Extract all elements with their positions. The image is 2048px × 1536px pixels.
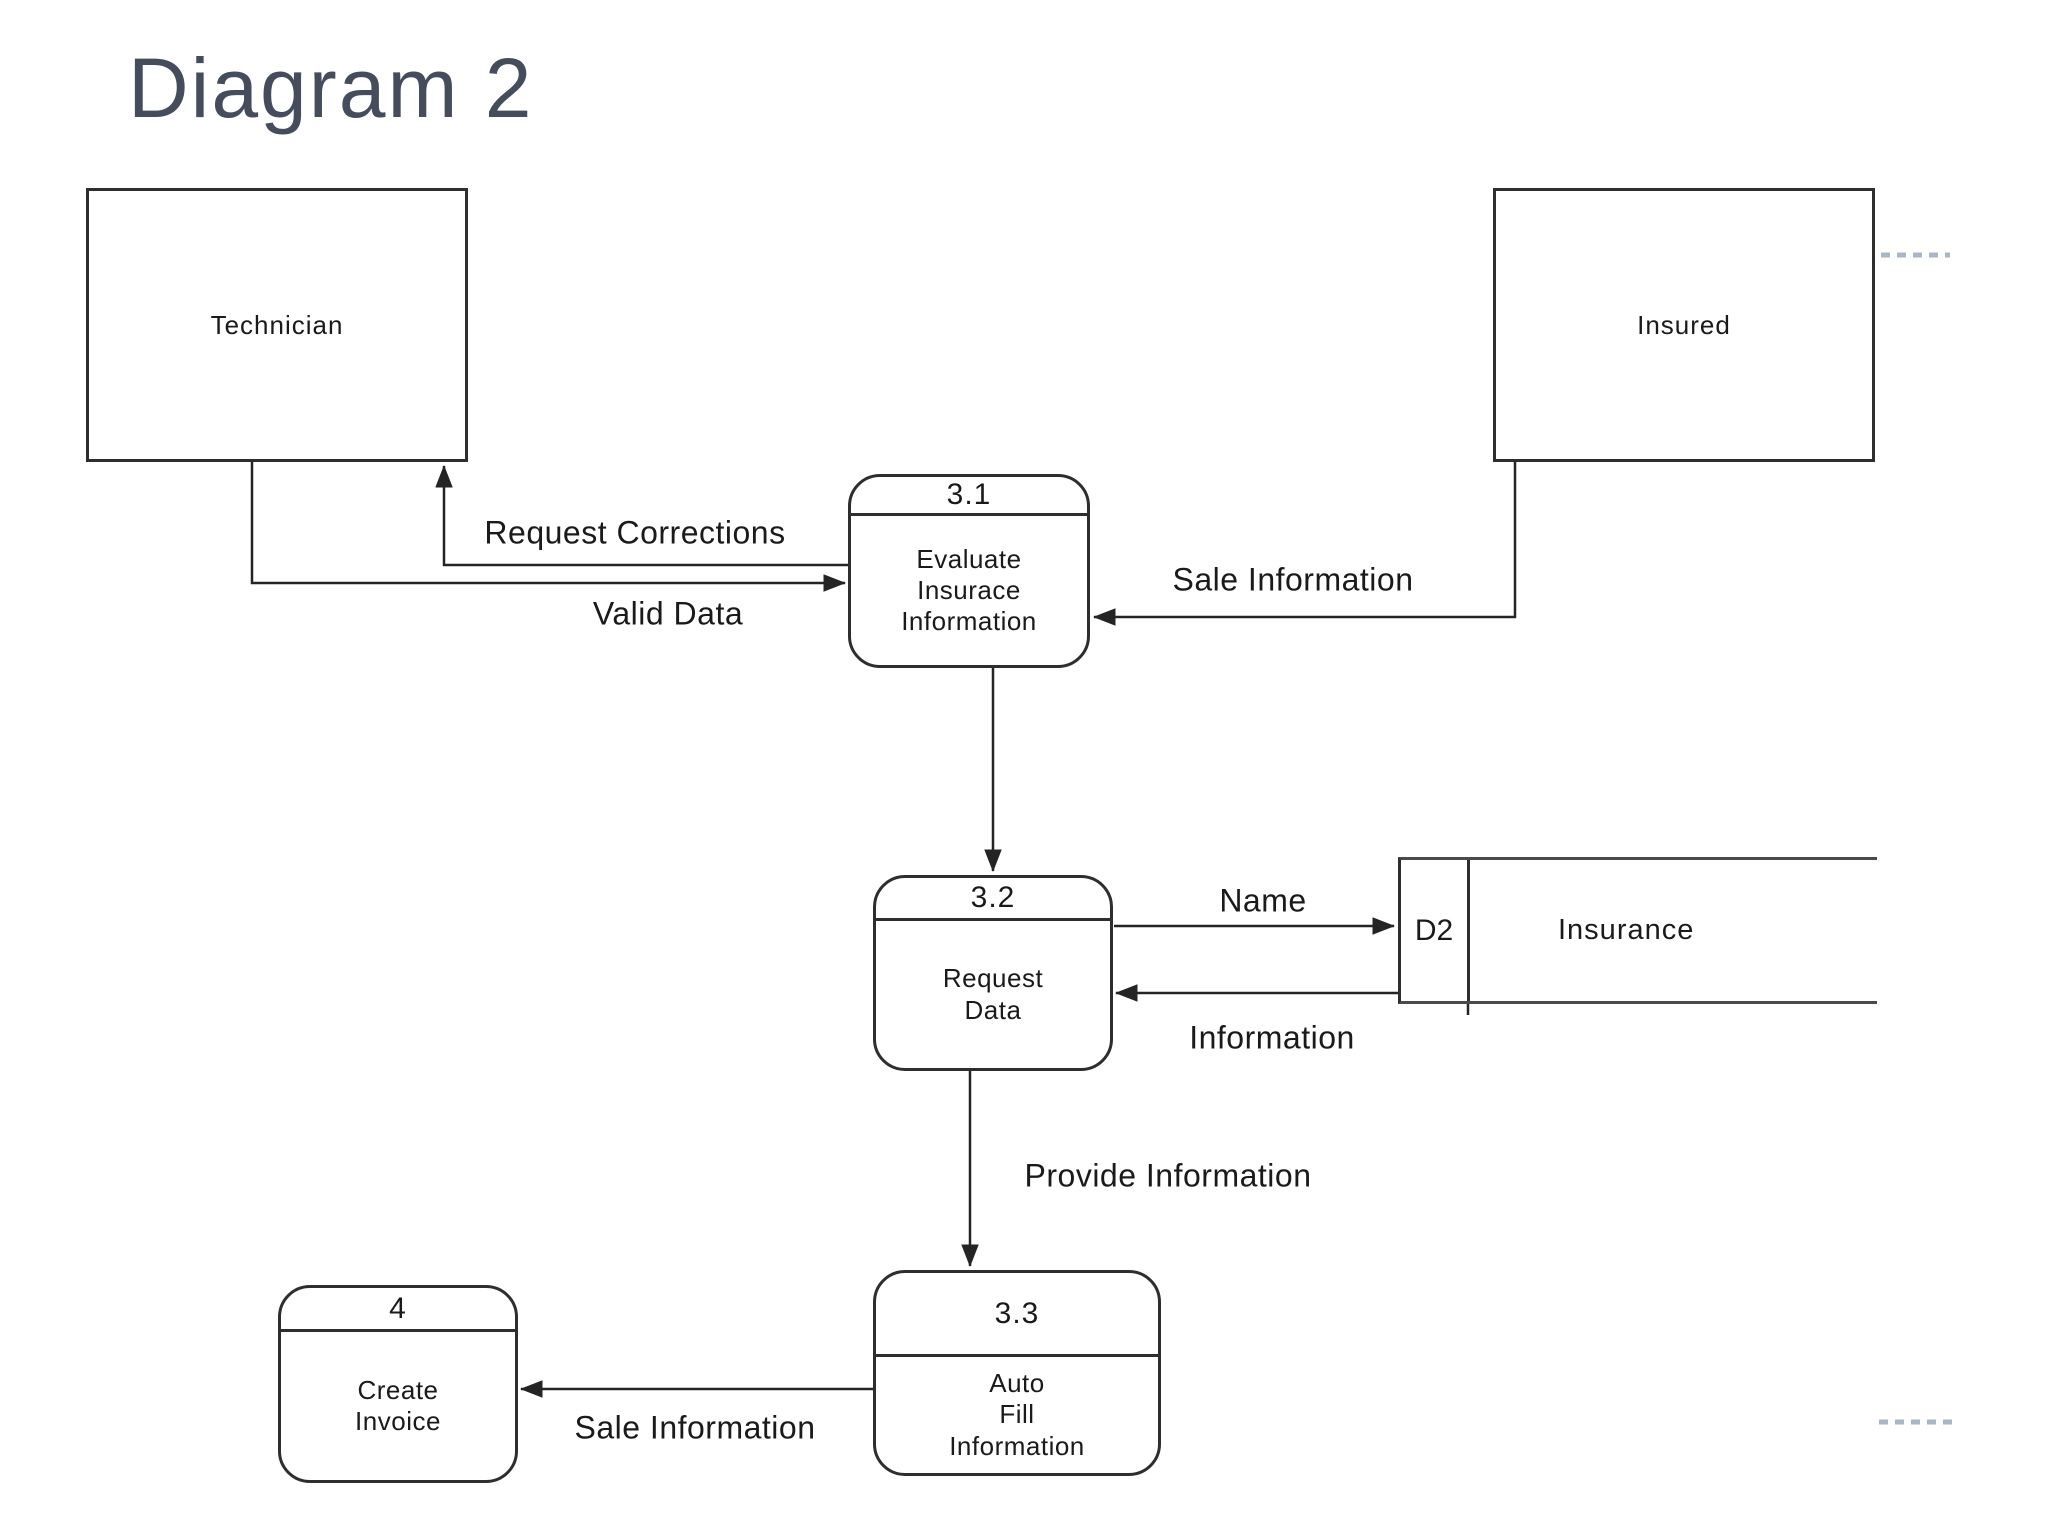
- flow-label-request-corrections: Request Corrections: [484, 514, 786, 551]
- flow-label-valid-data: Valid Data: [592, 595, 744, 632]
- process-name: Auto Fill Information: [949, 1368, 1085, 1461]
- flow-label-information: Information: [1189, 1019, 1355, 1056]
- process-name: Evaluate Insurace Information: [901, 543, 1037, 637]
- flow-line-valid-data: [250, 462, 846, 592]
- flow-label-sale-information-out: Sale Information: [574, 1409, 816, 1446]
- flow-label-provide-information: Provide Information: [1024, 1157, 1312, 1194]
- flow-line-request-corrections: [435, 465, 848, 567]
- entity-insured-label: Insured: [1637, 309, 1731, 340]
- process-number: 3.2: [876, 878, 1110, 921]
- flow-line-sale-information-in: [1093, 462, 1517, 626]
- process-number: 4: [281, 1288, 515, 1332]
- process-3-1: 3.1 Evaluate Insurace Information: [848, 474, 1090, 668]
- data-store-d2: D2 Insurance: [1398, 857, 1877, 1004]
- process-name: Request Data: [942, 963, 1044, 1025]
- process-number: 3.3: [876, 1273, 1158, 1357]
- entity-technician-label: Technician: [210, 309, 344, 340]
- flow-label-sale-information-in: Sale Information: [1172, 561, 1414, 598]
- process-name: Create Invoice: [355, 1374, 441, 1436]
- data-store-code: D2: [1401, 860, 1470, 1001]
- process-3-3: 3.3 Auto Fill Information: [873, 1270, 1161, 1476]
- entity-technician: Technician: [86, 188, 468, 462]
- flow-label-name: Name: [1219, 882, 1307, 919]
- process-4: 4 Create Invoice: [278, 1285, 518, 1483]
- page-title: Diagram 2: [128, 41, 534, 135]
- entity-insured: Insured: [1493, 188, 1875, 462]
- process-3-2: 3.2 Request Data: [873, 875, 1113, 1071]
- process-number: 3.1: [851, 477, 1087, 516]
- data-store-name: Insurance: [1558, 914, 1695, 946]
